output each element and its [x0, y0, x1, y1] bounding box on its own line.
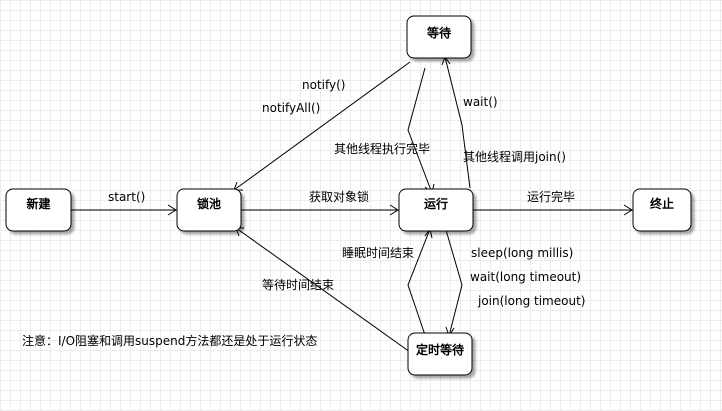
- label-other-done: 其他线程执行完毕: [334, 141, 430, 156]
- edge-wait: [441, 55, 471, 189]
- note-text: 注意：I/O阻塞和调用suspend方法都还是处于运行状态: [22, 333, 317, 348]
- edge-run-done: [473, 204, 633, 216]
- node-new-label: 新建: [26, 196, 51, 211]
- label-start: start(): [108, 190, 145, 204]
- label-sleep-end: 睡眠时间结束: [342, 246, 414, 260]
- edge-sleep: [445, 229, 463, 338]
- node-new: 新建: [5, 188, 72, 232]
- node-timed-waiting: 定时等待: [407, 332, 473, 376]
- label-notify: notify(): [302, 78, 345, 92]
- label-join: 其他线程调用join(): [463, 149, 566, 164]
- node-timed-waiting-label: 定时等待: [416, 342, 464, 357]
- node-terminated: 终止: [632, 188, 692, 232]
- node-lock-pool: 锁池: [176, 188, 242, 232]
- node-lock-pool-label: 锁池: [197, 196, 221, 211]
- label-wait: wait(): [463, 95, 498, 109]
- label-sleep: sleep(long millis): [471, 246, 573, 260]
- label-wait-timeout: wait(long timeout): [470, 270, 581, 284]
- node-running: 运行: [398, 188, 474, 232]
- edge-labels: start() 获取对象锁 运行完毕 notify() notifyAll() …: [108, 78, 585, 308]
- label-join-timeout: join(long timeout): [477, 294, 585, 308]
- node-waiting: 等待: [406, 15, 472, 59]
- label-timed-wait-end: 等待时间结束: [262, 278, 334, 292]
- node-running-label: 运行: [424, 196, 448, 211]
- label-run-done: 运行完毕: [527, 189, 575, 204]
- edge-other-done: [407, 67, 435, 194]
- edge-start: [71, 204, 177, 216]
- node-waiting-label: 等待: [426, 25, 451, 40]
- label-notify-all: notifyAll(): [262, 101, 320, 115]
- label-get-lock: 获取对象锁: [309, 189, 369, 204]
- edge-sleep-end: [407, 227, 433, 336]
- edge-get-lock: [241, 204, 399, 216]
- node-terminated-label: 终止: [650, 196, 674, 211]
